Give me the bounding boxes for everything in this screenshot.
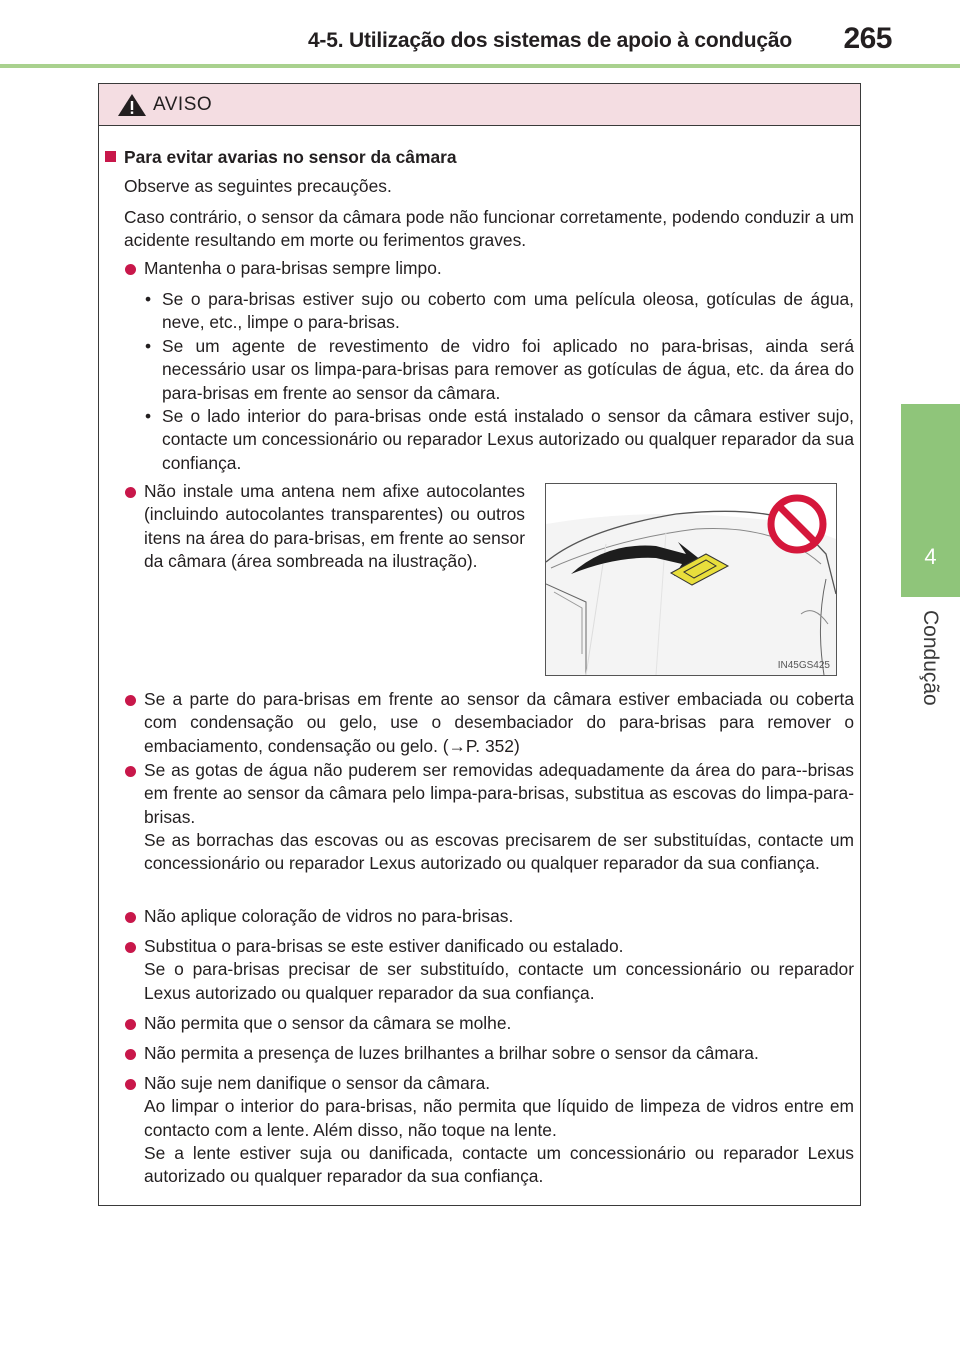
figure-code: IN45GS425 — [777, 660, 830, 671]
round-bullet-icon — [125, 942, 136, 953]
round-bullet-icon — [125, 912, 136, 923]
list-item: Se as gotas de água não puderem ser remo… — [144, 760, 854, 874]
intro-text-1: Observe as seguintes precauções. — [124, 176, 392, 196]
list-item: Mantenha o para-brisas sempre limpo. — [144, 258, 442, 278]
sub-list-item: •Se o para-brisas estiver sujo ou cobert… — [145, 289, 854, 333]
windshield-illustration: IN45GS425 — [545, 483, 837, 676]
round-bullet-icon — [125, 1019, 136, 1030]
round-bullet-icon — [125, 766, 136, 777]
warning-header: AVISO — [99, 84, 860, 126]
round-bullet-icon — [125, 487, 136, 498]
prohibition-sign-icon — [767, 494, 827, 554]
intro-text-2: Caso contrário, o sensor da câmara pode … — [124, 207, 854, 251]
sub-list-item: •Se um agente de revestimento de vidro f… — [145, 336, 854, 403]
list-item: Não aplique coloração de vidros no para-… — [144, 906, 514, 926]
page-number: 265 — [843, 22, 892, 55]
list-item: Não permita que o sensor da câmara se mo… — [144, 1013, 512, 1033]
sub-list-item: •Se o lado interior do para-brisas onde … — [145, 406, 854, 473]
section-title: 4-5. Utilização dos sistemas de apoio à … — [307, 29, 792, 52]
warning-triangle-icon — [118, 93, 146, 116]
warning-title: AVISO — [153, 93, 213, 115]
header-rule — [0, 64, 960, 68]
chapter-number: 4 — [924, 544, 937, 569]
warning-subheading: Para evitar avarias no sensor da câmara — [105, 146, 845, 169]
warning-box: AVISO Para evitar avarias no sensor da c… — [98, 83, 861, 1206]
list-item: Não instale uma antena nem afixe autocol… — [144, 481, 525, 571]
square-bullet-icon — [105, 151, 116, 162]
round-bullet-icon — [125, 695, 136, 706]
round-bullet-icon — [125, 1049, 136, 1060]
list-item: Se a parte do para-brisas em frente ao s… — [144, 689, 854, 756]
round-bullet-icon — [125, 1079, 136, 1090]
list-item: Não permita a presença de luzes brilhant… — [144, 1043, 759, 1063]
list-item: Não suje nem danifique o sensor da câmar… — [144, 1073, 854, 1187]
round-bullet-icon — [125, 264, 136, 275]
list-item: Substitua o para-brisas se este estiver … — [144, 936, 854, 1003]
chapter-tab[interactable]: 4 — [901, 404, 960, 597]
chapter-label: Condução — [919, 610, 942, 706]
